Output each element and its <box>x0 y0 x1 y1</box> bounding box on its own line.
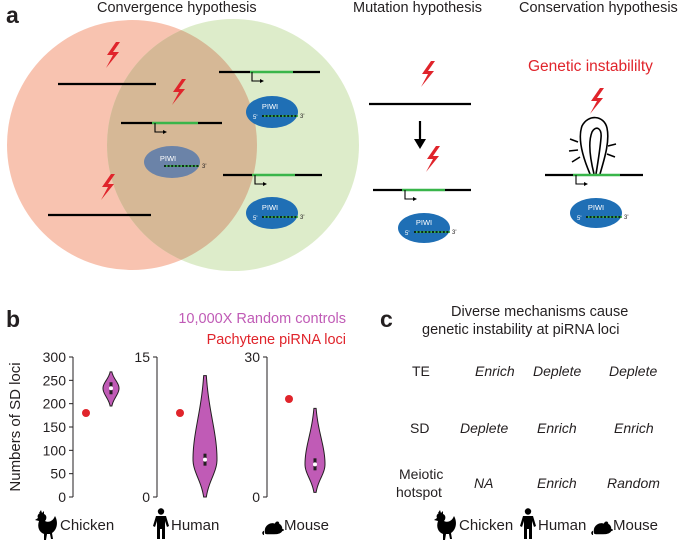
row-label-te: TE <box>412 363 430 379</box>
y-tick-label: 0 <box>142 489 150 505</box>
piwi-complex: PIWI 5' 3' <box>246 197 304 229</box>
pirna-locus <box>219 70 320 83</box>
violin-median <box>109 386 113 391</box>
human-icon <box>520 508 536 539</box>
cell-sd-chicken: Deplete <box>460 420 509 436</box>
y-tick-label: 30 <box>244 349 260 365</box>
violin-plots: Numbers of SD loci0501001502002503000150… <box>7 349 326 505</box>
piwi-complex: PIWI 5' 3' <box>246 96 304 128</box>
row-label-meiotic: Meiotic <box>399 466 444 482</box>
legend-random-controls: 10,000X Random controls <box>178 311 346 327</box>
svg-text:PIWI: PIWI <box>160 154 176 163</box>
y-tick-label: 50 <box>50 466 66 482</box>
svg-text:3': 3' <box>202 164 206 170</box>
y-tick-label: 300 <box>43 349 67 365</box>
species-label-human: Human <box>171 517 220 534</box>
legend-pachytene: Pachytene piRNA loci <box>206 332 346 348</box>
cell-meiotic-mouse: Random <box>607 475 660 491</box>
piwi-complex: PIWI 5' 3' <box>398 213 456 243</box>
species-label-chicken: Chicken <box>60 517 115 534</box>
hairpin-structure <box>568 116 617 175</box>
violin-median <box>203 457 207 462</box>
convergence-header: Convergence hypothesis <box>97 0 257 16</box>
cell-meiotic-chicken: NA <box>474 475 494 491</box>
down-arrow <box>414 121 426 149</box>
rooster-icon <box>35 510 57 540</box>
pirna-locus <box>223 173 322 186</box>
cell-te-human: Deplete <box>533 363 582 379</box>
lightning-icon <box>426 146 440 172</box>
violin-random-controls <box>192 375 218 498</box>
piwi-complex: PIWI 3' <box>144 146 206 178</box>
y-tick-label: 100 <box>43 442 67 458</box>
row-label-hotspot: hotspot <box>396 484 442 500</box>
genetic-instability-label: Genetic instabililty <box>528 58 653 75</box>
cell-meiotic-human: Enrich <box>537 475 577 491</box>
y-tick-label: 0 <box>58 489 66 505</box>
violin-median <box>313 462 317 467</box>
panel-a-label: a <box>6 2 19 28</box>
mouse-icon <box>591 521 613 535</box>
panel-b-label: b <box>6 306 21 332</box>
lightning-icon <box>590 88 604 114</box>
svg-text:3': 3' <box>300 114 304 120</box>
species-label-chicken-c: Chicken <box>459 517 514 534</box>
pirna-locus <box>545 173 643 186</box>
violin-random-controls <box>304 407 326 493</box>
species-label-mouse-c: Mouse <box>613 517 659 534</box>
cell-sd-human: Enrich <box>537 420 577 436</box>
svg-text:PIWI: PIWI <box>416 218 432 227</box>
piwi-complex: PIWI 5' 3' <box>570 198 628 228</box>
panel-c-label: c <box>380 306 393 332</box>
svg-text:PIWI: PIWI <box>262 203 278 212</box>
pachytene-point <box>82 409 90 417</box>
svg-text:PIWI: PIWI <box>262 102 278 111</box>
row-label-sd: SD <box>410 420 430 436</box>
cell-sd-mouse: Enrich <box>614 420 654 436</box>
cell-te-mouse: Deplete <box>609 363 658 379</box>
species-label-mouse: Mouse <box>284 517 330 534</box>
y-tick-label: 250 <box>43 372 67 388</box>
panel-c-title-line1: Diverse mechanisms cause <box>451 304 629 320</box>
svg-text:5': 5' <box>577 216 581 222</box>
pirna-locus <box>373 188 471 201</box>
svg-text:5': 5' <box>253 216 257 222</box>
svg-text:3': 3' <box>300 215 304 221</box>
svg-text:PIWI: PIWI <box>588 203 604 212</box>
panel-a-diagram: PIWI 3' PIWI 5' 3' <box>7 19 643 271</box>
svg-text:3': 3' <box>624 215 628 221</box>
y-tick-label: 150 <box>43 419 67 435</box>
cell-te-chicken: Enrich <box>475 363 515 379</box>
pachytene-point <box>285 395 293 403</box>
y-tick-label: 0 <box>252 489 260 505</box>
mutation-header: Mutation hypothesis <box>353 0 482 16</box>
lightning-icon <box>421 61 435 87</box>
species-label-human-c: Human <box>538 517 587 534</box>
rooster-icon <box>434 510 456 540</box>
conservation-header: Conservation hypothesis <box>519 0 678 16</box>
panel-c-title-line2: genetic instability at piRNA loci <box>422 322 620 338</box>
human-icon <box>153 508 169 539</box>
mouse-icon <box>262 521 284 535</box>
svg-text:5': 5' <box>253 115 257 121</box>
svg-text:5': 5' <box>405 231 409 237</box>
y-tick-label: 200 <box>43 396 67 412</box>
pachytene-point <box>176 409 184 417</box>
pirna-locus <box>121 121 222 134</box>
y-axis-label: Numbers of SD loci <box>7 362 24 491</box>
svg-text:3': 3' <box>452 230 456 236</box>
y-tick-label: 15 <box>134 349 150 365</box>
